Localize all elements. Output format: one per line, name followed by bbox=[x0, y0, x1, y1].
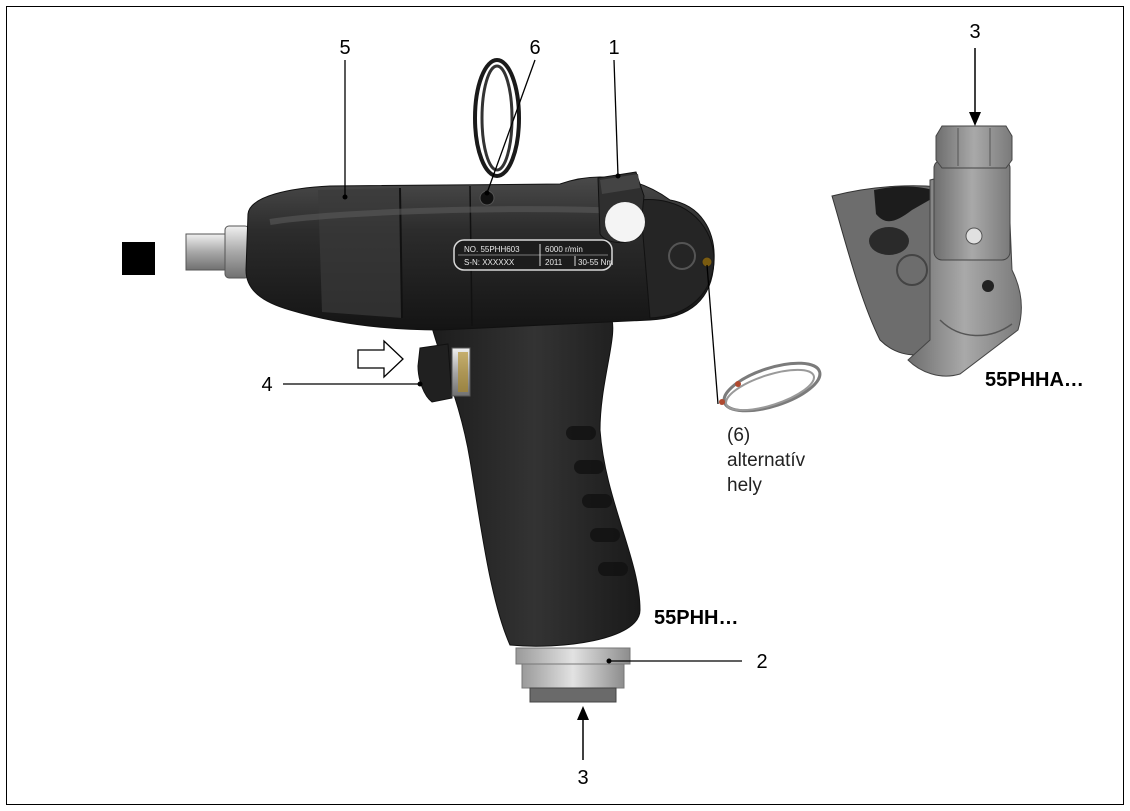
leader-lines bbox=[283, 59, 742, 662]
inlet-arrow-bottom bbox=[577, 706, 589, 760]
model-label-pistol: 55PHH… bbox=[654, 607, 738, 629]
alt-hanger-coil bbox=[719, 361, 822, 413]
callout-2: 2 bbox=[756, 651, 767, 673]
square-drive bbox=[185, 233, 229, 271]
rotation-symbol-icon bbox=[668, 242, 696, 270]
diagram-border bbox=[6, 6, 1124, 805]
air-inlet bbox=[529, 687, 617, 703]
pistol-tool: NO. 55PHH603 6000 r/min S-N: XXXXXX 2011… bbox=[185, 58, 715, 703]
callout-6: 6 bbox=[529, 37, 540, 59]
rear-cap bbox=[639, 199, 715, 319]
hex-inlet-nut bbox=[935, 125, 1013, 169]
callout-5: 5 bbox=[339, 37, 350, 59]
nameplate-speed: 6000 r/min bbox=[545, 245, 583, 254]
model-label-angle: 55PHHA… bbox=[985, 369, 1084, 391]
angle-head-tool bbox=[831, 125, 1022, 377]
callout-1: 1 bbox=[608, 37, 619, 59]
nameplate-year: 2011 bbox=[545, 258, 563, 267]
alt-note-line1: (6) bbox=[727, 425, 750, 446]
handle-grip bbox=[429, 314, 641, 647]
nameplate: NO. 55PHH603 6000 r/min S-N: XXXXXX 2011… bbox=[453, 239, 613, 271]
grip-ribs bbox=[566, 426, 628, 576]
hanger-ring bbox=[473, 58, 521, 178]
callout-3-top: 3 bbox=[969, 21, 980, 43]
nameplate-model: NO. 55PHH603 bbox=[464, 245, 520, 254]
black-square-marker bbox=[122, 242, 155, 275]
alt-note-line2: alternatív bbox=[727, 450, 806, 471]
callout-3-bottom: 3 bbox=[577, 767, 588, 789]
callout-4: 4 bbox=[261, 374, 272, 396]
rotation-symbol-icon bbox=[896, 254, 928, 286]
nameplate-torque: 30-55 Nm bbox=[578, 258, 613, 267]
inlet-arrow-top bbox=[969, 48, 981, 126]
trigger bbox=[417, 343, 453, 403]
alt-note-line3: hely bbox=[727, 475, 762, 496]
push-direction-arrow-icon bbox=[357, 339, 404, 379]
nameplate-serial: S-N: XXXXXX bbox=[464, 258, 515, 267]
